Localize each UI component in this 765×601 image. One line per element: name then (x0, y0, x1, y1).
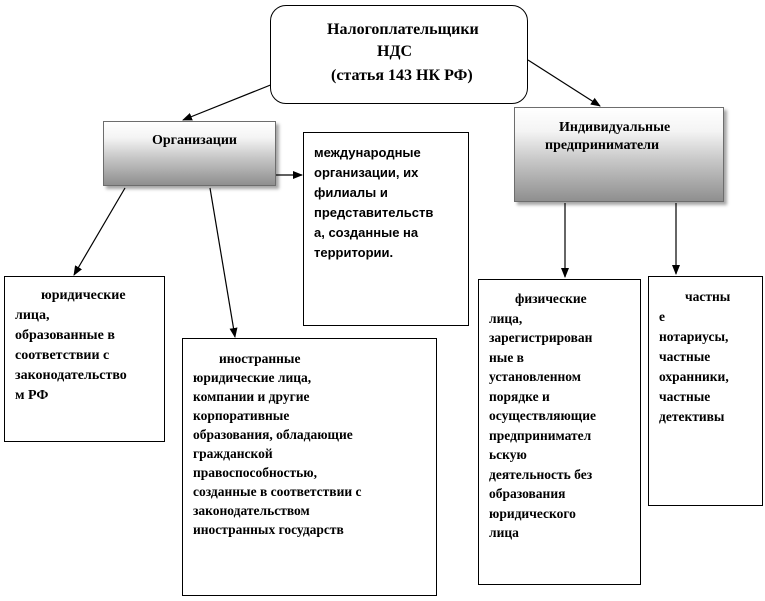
node-individuals: физические лица, зарегистрирован ные в у… (478, 279, 641, 585)
arrow-root-to-entrepreneurs (527, 59, 601, 107)
root-reference: (статья 143 НК РФ) (331, 67, 473, 84)
individuals-text: физические лица, зарегистрирован ные в у… (489, 291, 596, 540)
international-text: международные организации, их филиалы и … (314, 145, 434, 260)
node-organizations: Организации (103, 121, 276, 186)
organizations-label: Организации (152, 133, 237, 148)
root-node-vat-payers: Налогоплательщики НДС (статья 143 НК РФ) (270, 5, 528, 104)
root-subtitle: НДС (377, 43, 413, 60)
entrepreneurs-label-line1: Индивидуальные (559, 120, 671, 135)
node-private-practitioners: частны е нотариусы, частные охранники, ч… (648, 276, 763, 506)
entrepreneurs-label-line2: предприниматели (545, 138, 660, 153)
private-text: частны е нотариусы, частные охранники, ч… (659, 289, 731, 424)
node-foreign-legal-entities: иностранные юридические лица, компании и… (182, 338, 437, 596)
arrow-root-to-organizations (182, 81, 279, 121)
foreign-text: иностранные юридические лица, компании и… (193, 351, 362, 537)
arrow-org-to-legal-entities (73, 187, 126, 276)
arrow-org-to-foreign (209, 187, 238, 338)
node-entrepreneurs: Индивидуальные предприниматели (514, 107, 724, 202)
legal-entities-text: юридические лица, образованные в соответ… (15, 288, 127, 403)
node-russian-legal-entities: юридические лица, образованные в соответ… (4, 276, 165, 442)
node-international-organizations: международные организации, их филиалы и … (303, 132, 469, 326)
root-title: Налогоплательщики (327, 21, 479, 38)
